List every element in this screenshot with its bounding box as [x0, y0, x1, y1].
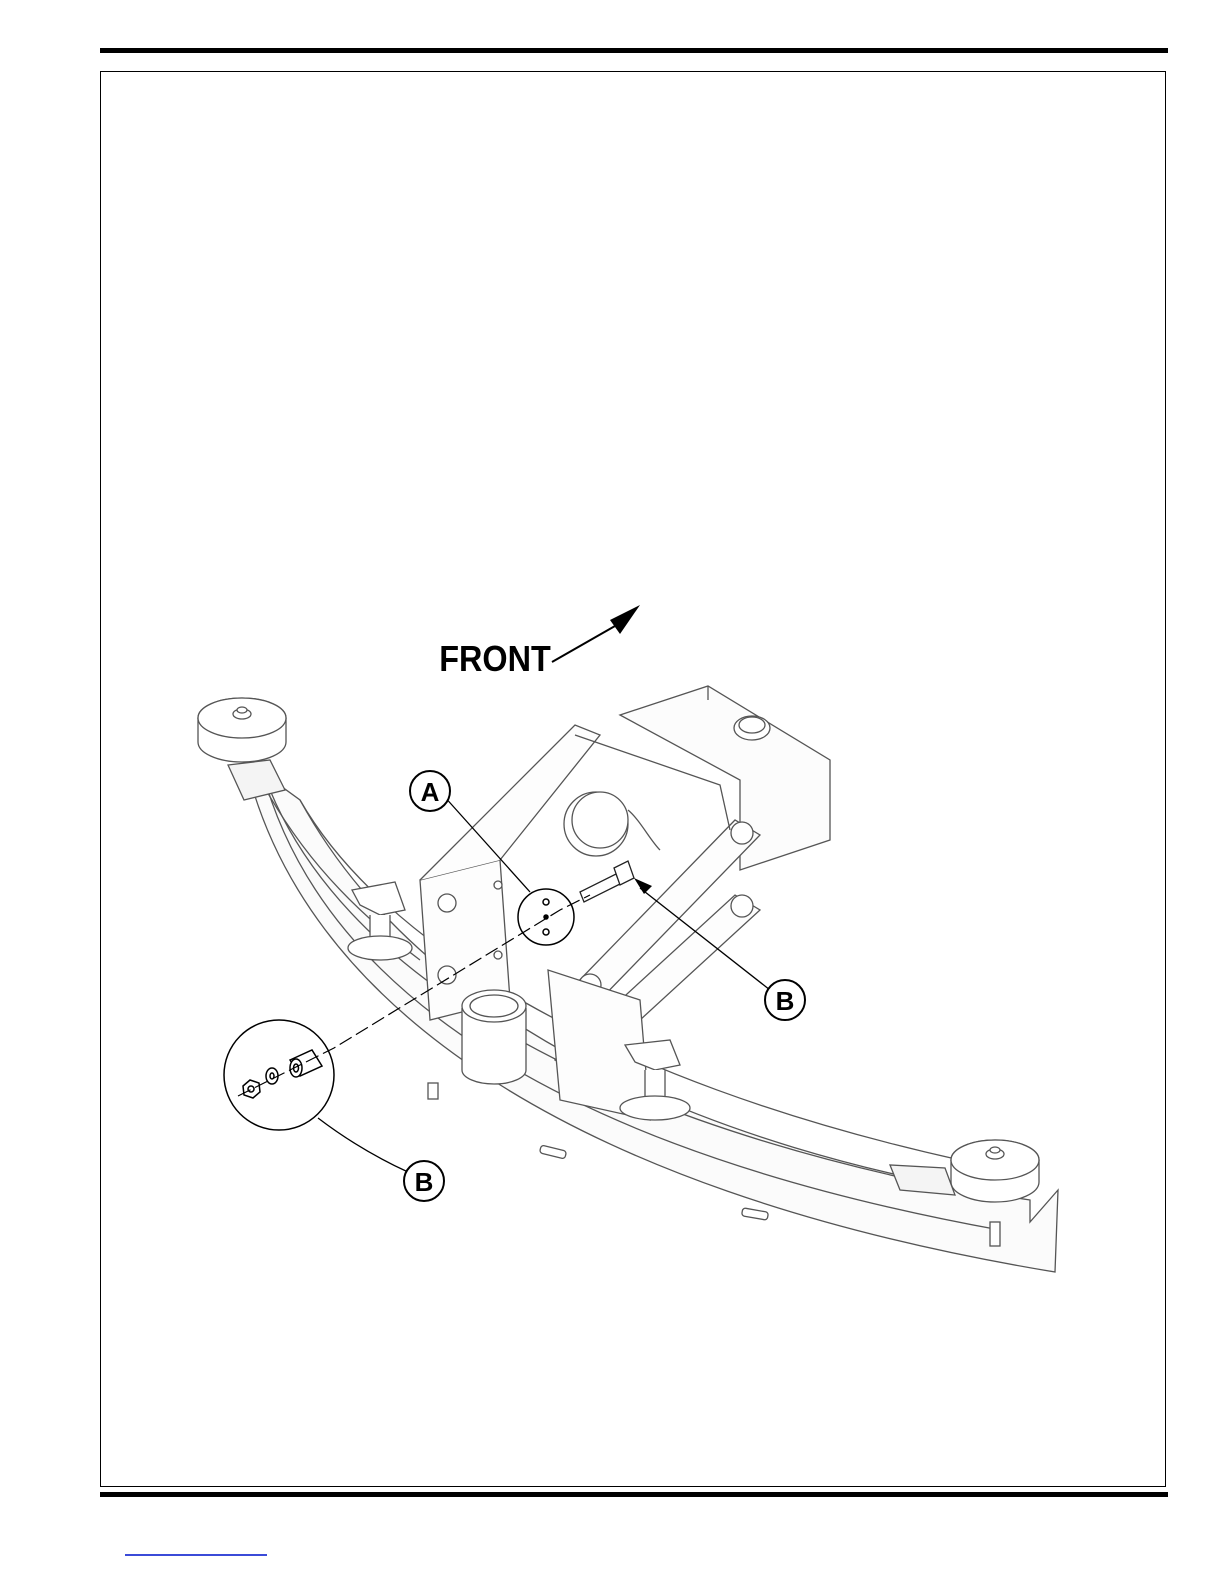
- detail-circle-a: [518, 889, 574, 945]
- blade-latch: [428, 1083, 438, 1099]
- center-tube: [462, 990, 526, 1084]
- front-arrow-shaft: [552, 622, 622, 662]
- leader-b-left: [318, 1118, 408, 1172]
- callout-a-label: A: [421, 777, 440, 807]
- callout-b-left-label: B: [415, 1167, 434, 1197]
- blade-clip: [539, 1145, 566, 1159]
- leader-b-right-arrowhead: [634, 878, 652, 894]
- left-mount-bracket: [420, 725, 600, 1020]
- left-caster-wheel: [198, 698, 286, 800]
- callout-b-right: B: [765, 980, 805, 1020]
- front-arrow-head: [610, 605, 640, 634]
- front-indicator: FRONT: [439, 605, 640, 679]
- adjustment-knob: [564, 792, 660, 856]
- callout-a: A: [410, 771, 450, 811]
- callout-b-left: B: [404, 1161, 444, 1201]
- squeegee-blade-body: [245, 760, 1058, 1272]
- front-label: FRONT: [439, 639, 551, 679]
- callout-b-right-label: B: [776, 986, 795, 1016]
- squeegee-assembly: [198, 686, 1058, 1272]
- blade-latch: [990, 1222, 1000, 1246]
- blade-clip: [742, 1208, 769, 1220]
